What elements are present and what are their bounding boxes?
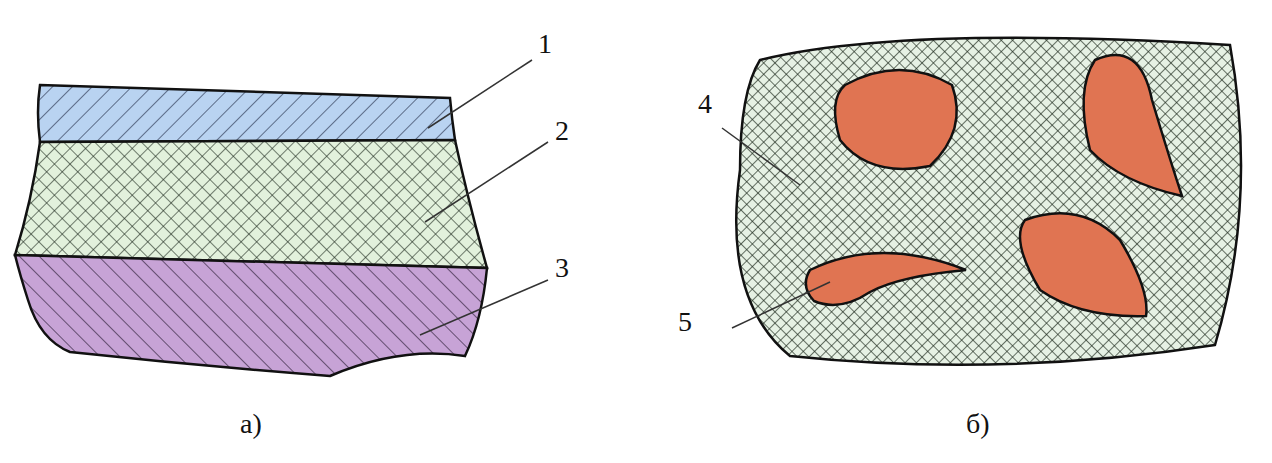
layer-band	[15, 255, 487, 376]
callout-number: 4	[698, 88, 712, 120]
leader-line	[428, 60, 532, 128]
callout-number: 1	[538, 28, 552, 60]
matrix-body	[736, 38, 1241, 365]
callout-number: 5	[678, 306, 692, 338]
inclusion	[835, 70, 957, 169]
inclusion	[806, 253, 966, 305]
callout-number: 2	[555, 115, 569, 147]
callout-number: 3	[555, 252, 569, 284]
figure-caption: а)	[240, 408, 262, 440]
figure-caption: б)	[966, 408, 990, 440]
inclusion	[1084, 55, 1182, 196]
layer-band	[38, 85, 455, 142]
leader-line	[732, 282, 830, 328]
leader-line	[722, 128, 800, 185]
layer-band	[15, 140, 487, 268]
leader-line	[420, 280, 548, 335]
leader-line	[425, 142, 548, 222]
inclusion	[1020, 213, 1146, 316]
